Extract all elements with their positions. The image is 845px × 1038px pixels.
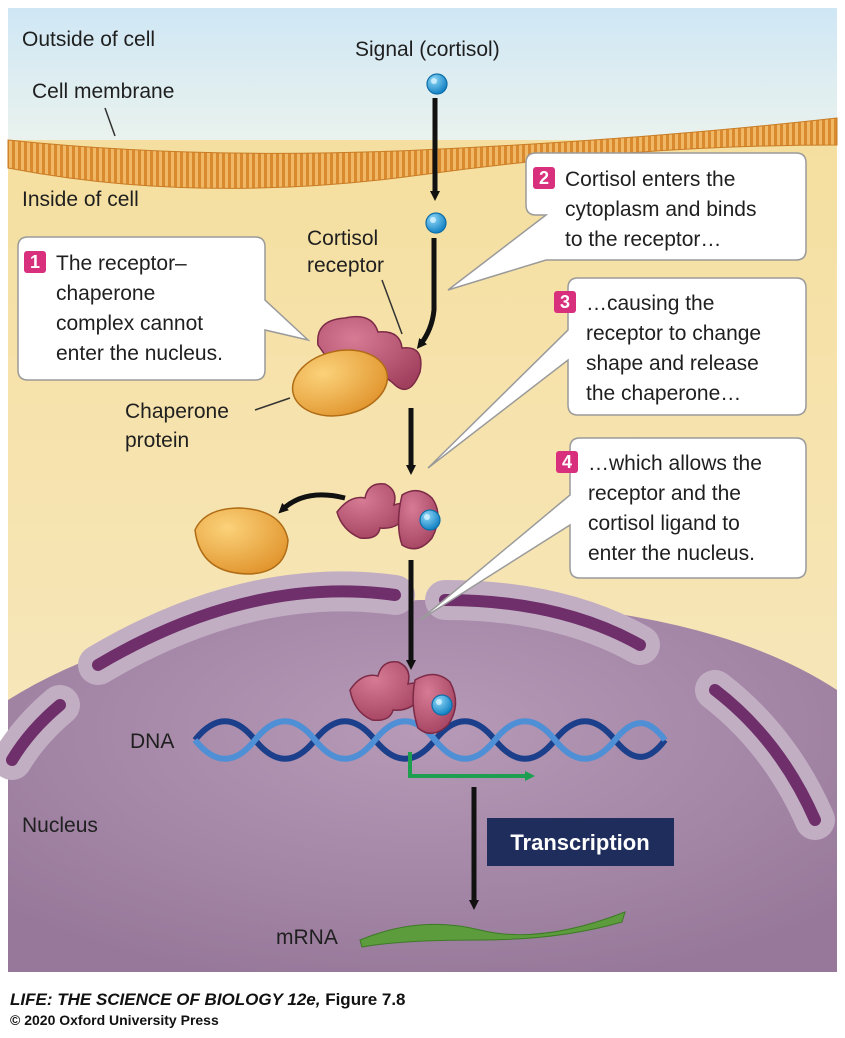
label-inside: Inside of cell xyxy=(22,188,139,211)
callout-3-line-4: the chaperone… xyxy=(586,382,741,405)
callout-1-line-1: The receptor– xyxy=(56,252,187,275)
callout-2: 2 Cortisol enters the cytoplasm and bind… xyxy=(447,152,807,291)
cortisol-bound-2 xyxy=(431,694,453,716)
callout-1-line-4: enter the nucleus. xyxy=(56,342,223,365)
label-chaperone-2: protein xyxy=(125,429,189,452)
label-dna: DNA xyxy=(130,730,174,753)
transcription-box: Transcription xyxy=(487,818,674,866)
callout-2-line-2: cytoplasm and binds xyxy=(565,198,756,221)
mrna-strand xyxy=(359,911,626,948)
callout-4-line-4: enter the nucleus. xyxy=(588,542,755,565)
label-nucleus: Nucleus xyxy=(22,814,98,837)
label-membrane: Cell membrane xyxy=(32,80,174,103)
label-signal: Signal (cortisol) xyxy=(355,38,500,61)
callout-1-number: 1 xyxy=(30,252,40,272)
label-receptor-1: Cortisol xyxy=(307,227,378,250)
transcription-start-arrow xyxy=(408,752,535,781)
callout-3-line-1: …causing the xyxy=(586,292,714,315)
callout-2-line-1: Cortisol enters the xyxy=(565,168,735,191)
cortisol-bound-1 xyxy=(419,509,441,531)
caption-title: LIFE: THE SCIENCE OF BIOLOGY 12e, xyxy=(10,990,321,1009)
released-chaperone xyxy=(194,507,289,575)
label-outside: Outside of cell xyxy=(22,28,155,51)
callout-4: 4 …which allows the receptor and the cor… xyxy=(419,437,807,621)
caption-copyright: © 2020 Oxford University Press xyxy=(10,1012,219,1028)
callout-4-number: 4 xyxy=(562,452,572,472)
leader-lines xyxy=(104,107,403,411)
callout-1: 1 The receptor– chaperone complex cannot… xyxy=(17,236,311,381)
callout-2-number: 2 xyxy=(539,168,549,188)
callout-4-line-1: …which allows the xyxy=(588,452,762,475)
callout-3: 3 …causing the receptor to change shape … xyxy=(427,277,807,469)
process-arrows xyxy=(278,98,479,910)
dna-helix xyxy=(192,718,668,762)
cortisol-molecule-inside xyxy=(425,212,447,234)
nucleus xyxy=(0,571,837,972)
callout-2-line-3: to the receptor… xyxy=(565,228,721,251)
cortisol-molecule-outside xyxy=(426,73,448,95)
callout-4-line-2: receptor and the xyxy=(588,482,741,505)
callout-3-number: 3 xyxy=(560,292,570,312)
callout-3-line-3: shape and release xyxy=(586,352,759,375)
transcription-label: Transcription xyxy=(510,830,649,855)
cell-membrane xyxy=(7,117,838,189)
label-chaperone-1: Chaperone xyxy=(125,400,229,423)
receptor-chaperone-complex xyxy=(291,315,422,417)
callout-1-line-2: chaperone xyxy=(56,282,155,305)
label-receptor-2: receptor xyxy=(307,254,384,277)
label-mrna: mRNA xyxy=(276,926,338,949)
figure-caption: LIFE: THE SCIENCE OF BIOLOGY 12e, Figure… xyxy=(10,990,406,1028)
receptor-shape-changed xyxy=(336,483,439,550)
callout-4-line-3: cortisol ligand to xyxy=(588,512,740,535)
callout-3-line-2: receptor to change xyxy=(586,322,761,345)
callout-1-line-3: complex cannot xyxy=(56,312,203,335)
caption-figure: Figure 7.8 xyxy=(325,990,406,1009)
caption-line-1: LIFE: THE SCIENCE OF BIOLOGY 12e, Figure… xyxy=(10,990,406,1010)
